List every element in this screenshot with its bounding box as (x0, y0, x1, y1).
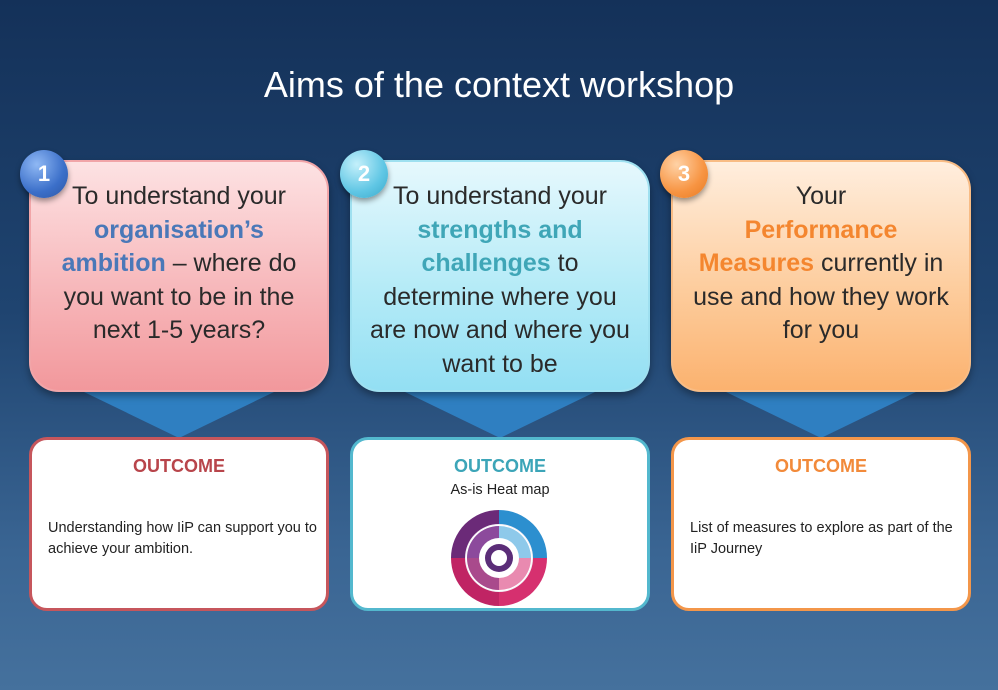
step-3-badge: 3 (660, 150, 708, 198)
aim-2-intro: To understand your (393, 182, 607, 210)
outcome-box-2: OUTCOME As-is Heat map (350, 437, 650, 611)
outcome-3-heading: OUTCOME (674, 456, 968, 477)
card-3-pointer (726, 392, 916, 438)
outcome-2-heading: OUTCOME (353, 456, 647, 477)
outcome-box-3: OUTCOME List of measures to explore as p… (671, 437, 971, 611)
aim-3-intro: Your (796, 182, 847, 210)
heat-map-wheel-image (449, 508, 549, 608)
outcome-1-heading: OUTCOME (32, 456, 326, 477)
step-1-badge: 1 (20, 150, 68, 198)
step-2-badge: 2 (340, 150, 388, 198)
outcome-box-1: OUTCOME Understanding how IiP can suppor… (29, 437, 329, 611)
outcome-2-subtitle: As-is Heat map (353, 482, 647, 498)
aim-1-intro: To understand your (72, 182, 286, 210)
aim-card-3: Your Performance Measures currently in u… (671, 160, 971, 392)
outcome-3-text: List of measures to explore as part of t… (690, 518, 960, 560)
aim-card-2: To understand your strengths and challen… (350, 160, 650, 392)
slide-title: Aims of the context workshop (0, 64, 998, 106)
aim-card-1: To understand your organisation’s ambiti… (29, 160, 329, 392)
card-1-pointer (84, 392, 274, 438)
outcome-1-text: Understanding how IiP can support you to… (48, 518, 318, 560)
card-2-pointer (405, 392, 595, 438)
